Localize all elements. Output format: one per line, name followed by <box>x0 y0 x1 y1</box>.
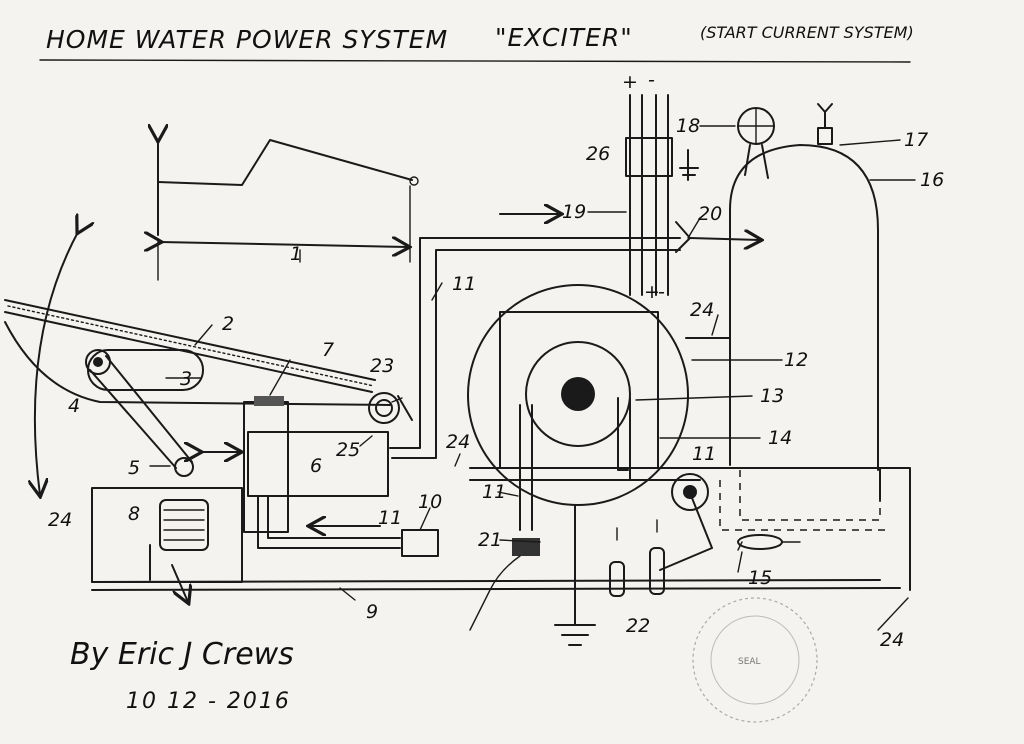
callout-11b: 11 <box>378 507 402 529</box>
callout-1: 1 <box>290 243 302 265</box>
callout-19: 19 <box>562 201 586 223</box>
callout-10: 10 <box>418 491 442 513</box>
date: 10 12 - 2016 <box>126 689 291 714</box>
conduit-19 <box>499 94 760 296</box>
rotor-hub <box>561 377 595 411</box>
notary-seal: SEAL <box>692 597 818 723</box>
callout-11d: 11 <box>692 443 716 465</box>
terminal-neg: - <box>648 69 655 91</box>
tank-inner <box>739 470 881 521</box>
terminals-22 <box>609 519 665 597</box>
pipe-11-lower <box>257 495 401 549</box>
callout-21: 21 <box>478 529 502 551</box>
callout-4: 4 <box>68 395 80 417</box>
callout-8: 8 <box>128 503 140 525</box>
subtitle: (START CURRENT SYSTEM) <box>700 23 914 42</box>
callout-24c: 24 <box>690 299 714 321</box>
shaft-pipe <box>609 467 881 501</box>
callout-26: 26 <box>586 143 610 165</box>
seal-text: SEAL <box>738 657 761 667</box>
linkage-arm <box>89 355 193 469</box>
swing-arc <box>35 232 78 495</box>
callout-13: 13 <box>760 385 784 407</box>
ground-26 <box>679 149 699 181</box>
callout-14: 14 <box>768 427 792 449</box>
callout-16: 16 <box>920 169 944 191</box>
pump-8 <box>91 487 243 602</box>
pipe-11-upper <box>389 237 681 459</box>
callout-24a: 24 <box>48 509 72 531</box>
callout-15: 15 <box>748 567 772 589</box>
callout-7: 7 <box>322 339 334 361</box>
rotor-13 <box>525 341 631 447</box>
signature: By Eric J Crews <box>70 637 294 672</box>
callout-6: 6 <box>310 455 322 477</box>
housing-7 <box>243 401 289 533</box>
callout-25: 25 <box>336 439 360 461</box>
base-9 <box>91 579 881 583</box>
housing-cap <box>254 396 284 406</box>
callout-2: 2 <box>222 313 234 335</box>
callout-18: 18 <box>676 115 700 137</box>
ground-symbol <box>554 504 596 646</box>
callout-20: 20 <box>698 203 722 225</box>
callout-11c: 11 <box>482 481 506 503</box>
callout-22: 22 <box>626 615 650 637</box>
valve-10 <box>401 529 439 557</box>
callout-23: 23 <box>370 355 394 377</box>
title-quote: "EXCITER" <box>495 23 633 52</box>
valve-17 <box>817 103 833 145</box>
title: HOME WATER POWER SYSTEM <box>46 25 448 54</box>
link-pin <box>174 457 194 477</box>
callout-9: 9 <box>366 601 378 623</box>
terminal-pos-low: + <box>644 281 660 303</box>
callout-17: 17 <box>904 129 928 151</box>
callout-12: 12 <box>784 349 808 371</box>
callout-11a: 11 <box>452 273 476 295</box>
roller-23 <box>368 392 413 424</box>
title-underline <box>39 59 911 63</box>
callout-leaders <box>149 125 916 631</box>
coupling <box>659 473 713 571</box>
terminal-neg-low: - <box>658 281 665 303</box>
tank-16 <box>729 144 879 471</box>
lever-frame <box>158 140 419 281</box>
callout-24b: 24 <box>446 431 470 453</box>
sensor-21 <box>512 538 540 556</box>
callout-5: 5 <box>128 457 140 479</box>
terminal-pos: + <box>622 71 638 93</box>
callout-24d: 24 <box>880 629 904 651</box>
flywheel-12 <box>467 284 689 506</box>
callout-3: 3 <box>180 368 192 390</box>
housing-6 <box>247 431 389 497</box>
heater-15 <box>737 534 801 551</box>
gauge-18 <box>737 107 775 179</box>
